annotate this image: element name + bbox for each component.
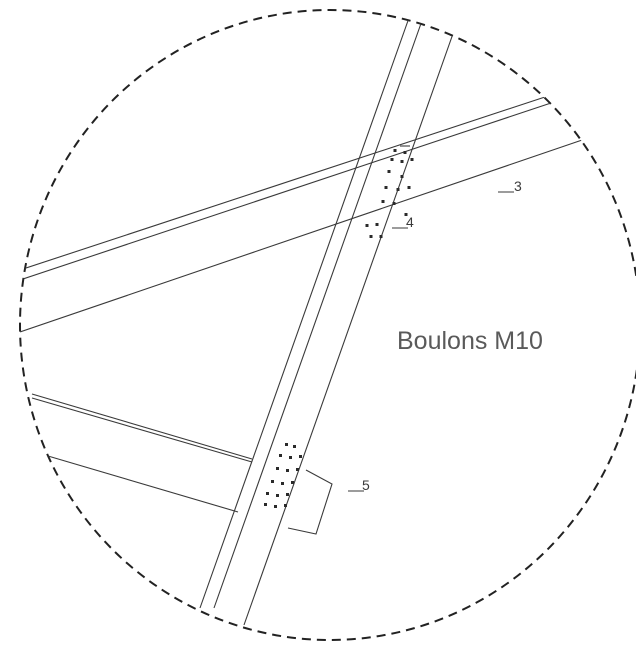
callout-3-label: 3 [514,178,522,194]
member-3-rafter [20,95,589,333]
callout-4-label: 4 [406,214,414,230]
lower-beam [31,393,253,513]
bolt-group-upper [365,149,414,238]
bolts-note: Boulons M10 [397,327,543,355]
member-5-block [287,469,333,535]
diagonal-post [199,14,456,626]
bolt-group-lower [264,443,302,508]
callout-5-label: 5 [362,477,370,493]
detail-boundary-circle [19,9,636,641]
